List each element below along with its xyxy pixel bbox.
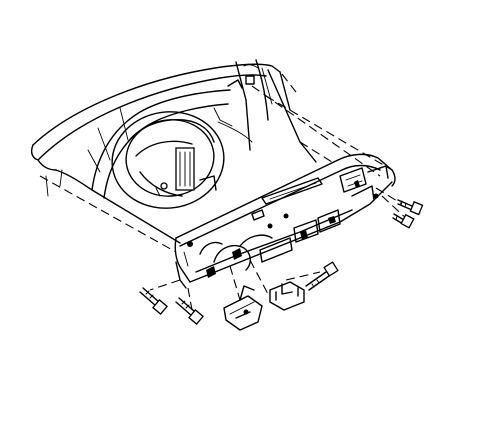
steering-column-opening xyxy=(111,111,225,209)
body-shell xyxy=(30,59,317,244)
right-bolts xyxy=(392,199,424,229)
bracket-bolt xyxy=(305,261,339,291)
instrument-panel xyxy=(174,153,396,289)
bolt-right-lower xyxy=(392,213,415,229)
upper-vents xyxy=(251,177,323,221)
alignment-lines xyxy=(39,85,409,311)
bolt-left-2 xyxy=(175,297,204,325)
support-bracket xyxy=(223,285,263,331)
left-bolts xyxy=(139,287,204,325)
bolt-left-1 xyxy=(139,287,168,315)
bolt-right-upper xyxy=(397,199,424,216)
bracket-clip xyxy=(269,281,305,311)
